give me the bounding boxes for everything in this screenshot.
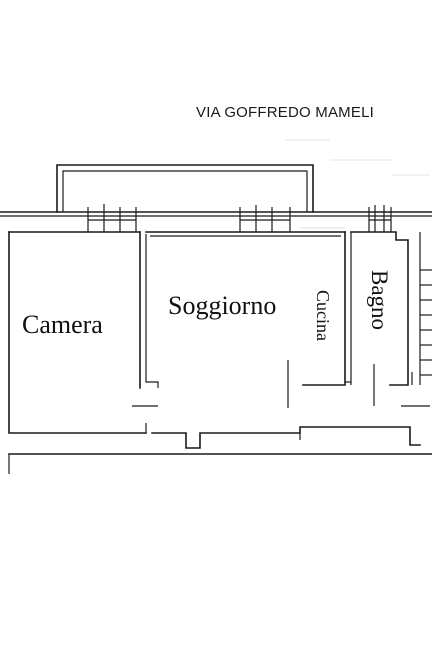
street-name-label: VIA GOFFREDO MAMELI: [196, 104, 374, 121]
room-cucina-walls: [302, 231, 352, 386]
room-camera-walls: [8, 231, 159, 434]
window-camera: [87, 204, 137, 232]
room-label-soggiorno: Soggiorno: [168, 291, 276, 320]
exterior-wall-top: [0, 211, 432, 217]
stair-lines: [419, 232, 432, 385]
balcony: [56, 164, 314, 213]
room-bagno-walls: [350, 231, 430, 407]
room-label-camera: Camera: [22, 310, 103, 339]
exterior-wall-bottom: [8, 453, 432, 474]
scan-artifacts: [285, 139, 430, 229]
room-soggiorno-walls: [145, 231, 421, 449]
window-bagno: [368, 205, 392, 232]
window-soggiorno: [239, 205, 291, 232]
room-label-cucina: Cucina: [313, 290, 333, 341]
room-label-bagno: Bagno: [367, 270, 392, 330]
